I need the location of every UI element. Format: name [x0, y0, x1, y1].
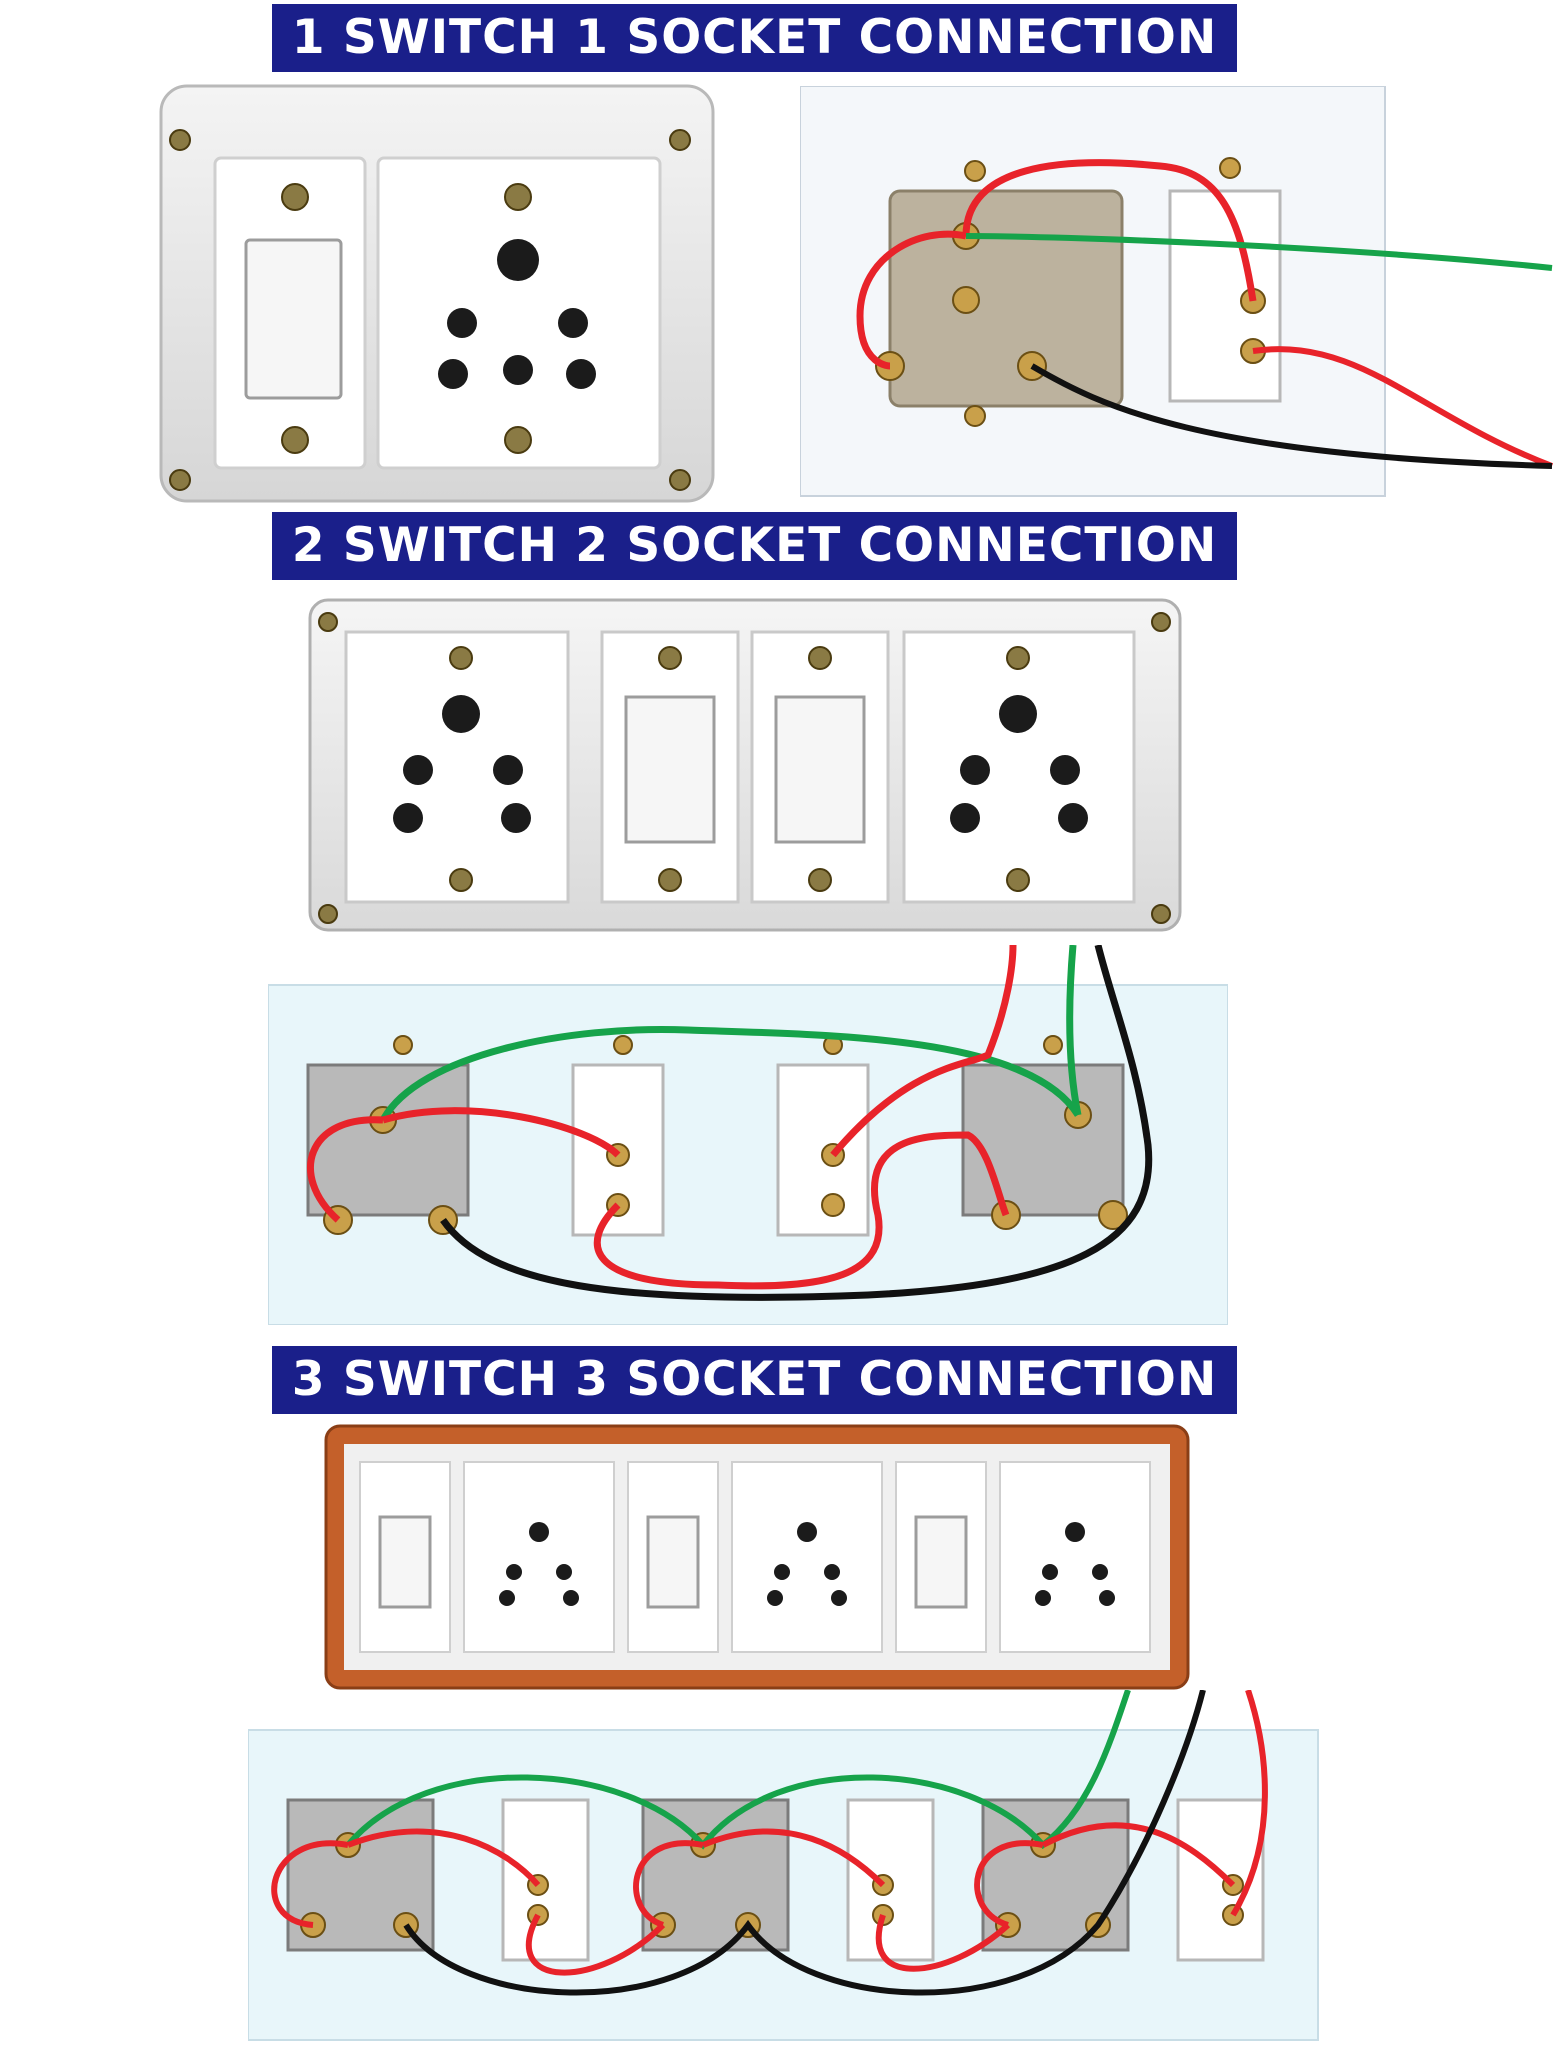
board-1-wiring — [800, 86, 1554, 497]
board-3-wiring — [248, 1690, 1319, 2041]
board-3-front — [324, 1424, 1190, 1690]
section-title-2: 2 SWITCH 2 SOCKET CONNECTION — [272, 512, 1237, 580]
switch-rocker — [244, 238, 343, 400]
board-2-wiring — [268, 945, 1228, 1325]
switch-rocker-1 — [378, 1515, 432, 1609]
board-2-front — [308, 598, 1182, 932]
board-1-front — [159, 84, 715, 503]
socket-holes — [438, 239, 596, 389]
switch-rocker-2 — [646, 1515, 700, 1609]
switch-rocker-1 — [624, 695, 716, 844]
switch-rocker-2 — [774, 695, 866, 844]
switch-rocker-3 — [914, 1515, 968, 1609]
section-title-1: 1 SWITCH 1 SOCKET CONNECTION — [272, 4, 1237, 72]
section-title-3: 3 SWITCH 3 SOCKET CONNECTION — [272, 1346, 1237, 1414]
